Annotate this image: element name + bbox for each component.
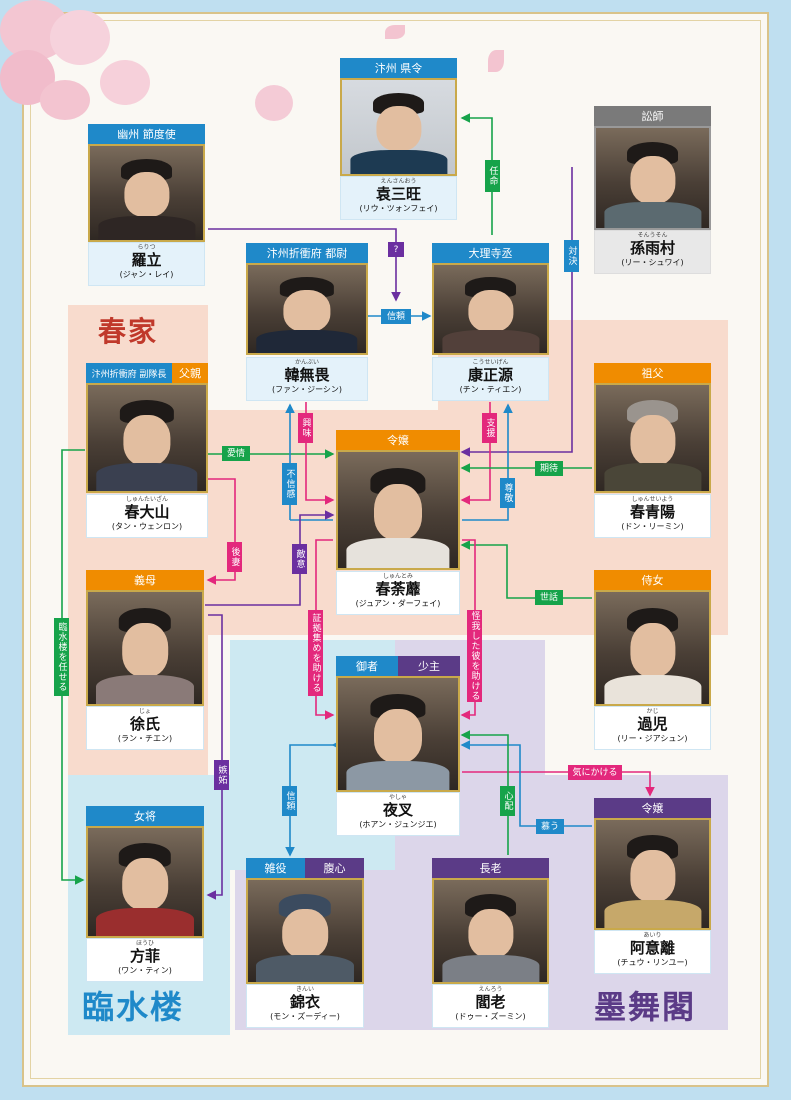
name-label: じょ徐氏(ラン・チエン): [86, 706, 204, 750]
portrait-photo: [246, 263, 368, 355]
rel-label-shinrai: 信頼: [381, 309, 411, 324]
role-tag: 侍女: [594, 570, 711, 590]
role-tag: 汴州折衝府 都尉: [246, 243, 368, 263]
portrait-photo: [86, 826, 204, 938]
group-title-bokubu: 墨舞閣: [594, 988, 697, 1026]
character-card-luoli: 幽州 節度使 らりつ羅立(ジャン・レイ): [88, 124, 205, 286]
role-tag: 汴州折衝府 副隊長: [86, 363, 172, 383]
portrait-photo: [594, 383, 711, 493]
character-card-fangfei: 女将 ほうひ方菲(ワン・ティン): [86, 806, 204, 984]
rel-label-sewa: 世話: [535, 590, 563, 605]
rel-label-gosai: 後妻: [227, 542, 242, 572]
rel-label-aijou: 愛情: [222, 446, 250, 461]
rel-label-taiketsu: 対決: [564, 240, 579, 272]
name-label: やしゃ夜叉(ホアン・ジュンジエ): [336, 792, 460, 836]
role-tag: 祖父: [594, 363, 711, 383]
character-card-jinyi: 雑役 腹心 きんい錦衣(モン・ズーディー): [246, 858, 364, 1030]
character-card-qingyang: 祖父 しゅんせいよう春青陽(ドン・リーミン): [594, 363, 711, 538]
role-tag-secondary: 少主: [398, 656, 460, 676]
rel-label-fushinkan: 不信感: [282, 463, 297, 505]
role-tag: 汴州 県令: [340, 58, 457, 78]
portrait-photo: [594, 590, 711, 706]
portrait-photo: [594, 126, 711, 230]
role-tag-secondary: 父親: [172, 363, 208, 383]
name-label: あいり阿意離(チュウ・リンユー): [594, 930, 711, 974]
role-tag: 令嬢: [336, 430, 460, 450]
portrait-photo: [340, 78, 457, 176]
name-label: かんぶい韓無畏(ファン・ジーシン): [246, 357, 368, 401]
role-tag: 雑役: [246, 858, 305, 878]
name-label: かじ過児(リー・ジアシュン): [594, 706, 711, 750]
rel-label-shoko: 証拠集めを助ける: [308, 610, 323, 696]
name-label: しゅんとみ春荼蘼(ジュアン・ダーフェイ): [336, 571, 460, 615]
rel-label-shien: 支援: [482, 413, 497, 443]
name-label: しゅんたいざん春大山(タン・ウェンロン): [86, 494, 208, 538]
name-label: えんさんおう袁三旺(リウ・ツォンフェイ): [340, 176, 457, 220]
portrait-photo: [432, 263, 549, 355]
rel-label-sonkei: 尊敬: [500, 478, 515, 508]
group-title-kasuga: 春家: [98, 315, 159, 348]
role-tag-secondary: 腹心: [305, 858, 364, 878]
role-tag: 令嬢: [594, 798, 711, 818]
portrait-photo: [88, 144, 205, 242]
character-card-ayili: 令嬢 あいり阿意離(チュウ・リンユー): [594, 798, 711, 976]
character-card-han: 汴州折衝府 都尉 かんぶい韓無畏(ファン・ジーシン): [246, 243, 368, 403]
rel-label-haibai: 心配: [500, 786, 515, 816]
chart-frame-inner: [30, 20, 761, 1079]
rel-label-kinikakeru: 気にかける: [568, 765, 622, 780]
role-tag: 大理寺丞: [432, 243, 549, 263]
role-tag: 義母: [86, 570, 204, 590]
character-card-dashan: 汴州折衝府 副隊長 父親 しゅんたいざん春大山(タン・ウェンロン): [86, 363, 208, 538]
name-label: ほうひ方菲(ワン・ティン): [86, 938, 204, 982]
portrait-photo: [336, 450, 460, 570]
character-card-chunmi: 令嬢 しゅんとみ春荼蘼(ジュアン・ダーフェイ): [336, 430, 460, 615]
rel-label-question: ?: [388, 242, 404, 257]
group-title-rinsui: 臨水楼: [82, 988, 185, 1026]
role-tag: 御者: [336, 656, 398, 676]
name-label: しゅんせいよう春青陽(ドン・リーミン): [594, 494, 711, 538]
name-label: えんろう閻老(ドゥー・ズーミン): [432, 984, 549, 1028]
rel-label-shitto: 嫉妬: [214, 760, 229, 790]
portrait-photo: [336, 676, 460, 792]
rel-label-rinsui: 臨水楼を任せる: [54, 618, 69, 696]
name-label: こうせいげん康正源(チン・ティエン): [432, 357, 549, 401]
rel-label-kega: 怪我した彼を助ける: [467, 610, 482, 702]
rel-label-kyoumi: 興味: [298, 413, 313, 443]
character-card-lao: 長老 えんろう閻老(ドゥー・ズーミン): [432, 858, 549, 1030]
character-card-yecha: 御者 少主 やしゃ夜叉(ホアン・ジュンジエ): [336, 656, 460, 836]
rel-label-shinrai2: 信頼: [282, 786, 297, 816]
name-label: そんうそん孫雨村(リー・シュワイ): [594, 230, 711, 274]
character-card-sun: 訟師 そんうそん孫雨村(リー・シュワイ): [594, 106, 711, 284]
role-tag: 女将: [86, 806, 204, 826]
name-label: きんい錦衣(モン・ズーディー): [246, 984, 364, 1028]
portrait-photo: [432, 878, 549, 984]
character-card-guoer: 侍女 かじ過児(リー・ジアシュン): [594, 570, 711, 750]
rel-label-ninmei: 任命: [485, 160, 500, 192]
character-card-xu: 義母 じょ徐氏(ラン・チエン): [86, 570, 204, 750]
character-card-kang: 大理寺丞 こうせいげん康正源(チン・ティエン): [432, 243, 549, 403]
role-tag: 長老: [432, 858, 549, 878]
rel-label-kitai: 期待: [535, 461, 563, 476]
role-tag: 幽州 節度使: [88, 124, 205, 144]
rel-label-shitau: 慕う: [536, 819, 564, 834]
portrait-photo: [86, 590, 204, 706]
role-tag: 訟師: [594, 106, 711, 126]
portrait-photo: [594, 818, 711, 930]
name-label: らりつ羅立(ジャン・レイ): [88, 242, 205, 286]
portrait-photo: [246, 878, 364, 984]
portrait-photo: [86, 383, 208, 493]
character-card-sanwang: 汴州 県令 えんさんおう袁三旺(リウ・ツォンフェイ): [340, 58, 457, 220]
rel-label-tekii: 敵意: [292, 544, 307, 574]
